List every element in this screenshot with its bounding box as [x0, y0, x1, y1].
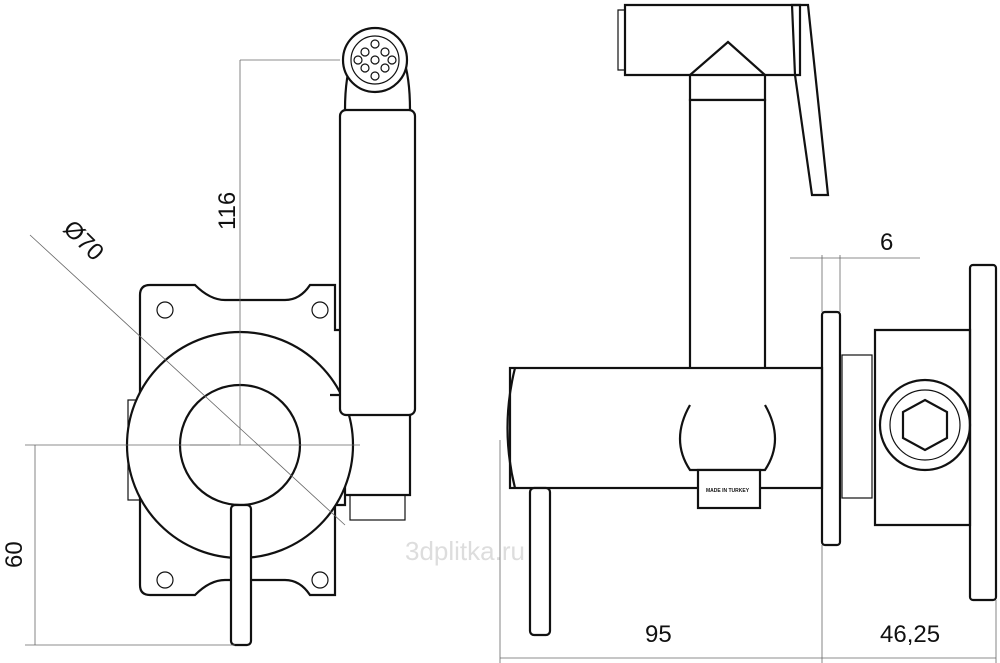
- watermark: 3dplitka.ru: [405, 536, 525, 566]
- flange: [820, 310, 842, 547]
- valve-box: [873, 328, 972, 527]
- screw-hole: [311, 301, 329, 319]
- side-shower-head: [623, 3, 802, 77]
- connector: [349, 494, 406, 521]
- dim-116: 116: [214, 192, 241, 230]
- valve-body: [508, 366, 824, 490]
- mounting-plate: [138, 283, 347, 597]
- dim-diameter-70: Ø70: [58, 215, 109, 266]
- dim-46-25: 46,25: [880, 621, 940, 648]
- side-shower-body: [688, 98, 767, 407]
- shower-head: [341, 26, 409, 94]
- label-plate: [696, 468, 762, 510]
- side-lever: [528, 486, 552, 637]
- screw-hole: [156, 571, 174, 589]
- hand-shower-body: [338, 108, 417, 417]
- side-view: MADE IN TURKEY: [506, 3, 998, 637]
- dim-6: 6: [880, 229, 893, 256]
- trigger: [790, 3, 830, 197]
- screw-hole: [311, 571, 329, 589]
- front-view: [125, 26, 417, 647]
- shower-cone: [688, 40, 767, 102]
- screw-hole: [156, 301, 174, 319]
- nozzle-holes: [353, 39, 397, 81]
- lever: [229, 503, 253, 647]
- made-in-label: MADE IN TURKEY: [706, 488, 750, 494]
- hex-nut: [901, 398, 949, 452]
- diameter-leader: [29, 234, 346, 526]
- dim-95: 95: [645, 621, 672, 648]
- dim-60: 60: [1, 541, 28, 568]
- back-plate: [968, 263, 998, 602]
- inlet-fitting: [878, 378, 972, 472]
